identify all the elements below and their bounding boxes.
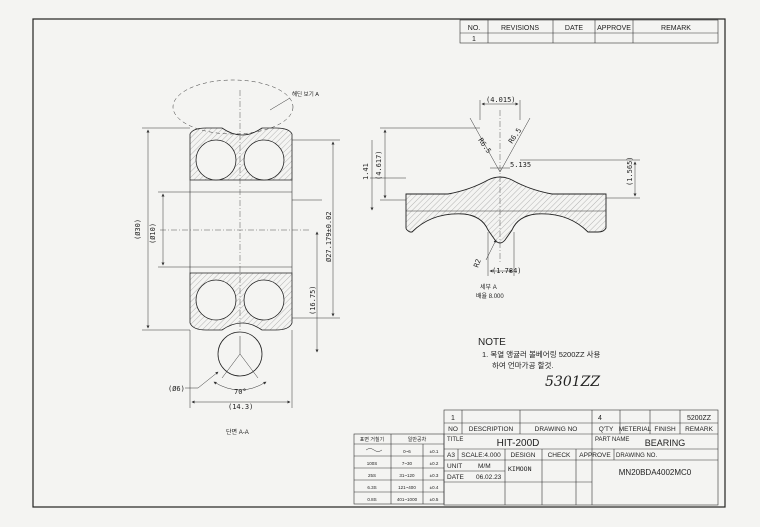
title-block: 1 4 5200ZZ NO DESCRIPTION DRAWING NO Q'T… [443,409,719,506]
note-line2: 하여 언마가공 할것. [492,360,553,370]
rev-header-approve: APPROVE [597,25,631,32]
title-label: TITLE [447,437,463,443]
detail-note: 해딘 보기 A [292,90,319,98]
tol-r0-tol: ±0.1 [430,449,439,454]
tol-r2-tol: ±0.3 [430,473,439,478]
drawing-border [32,18,726,508]
dim-top-width: (4.015) [486,96,516,104]
ball-bottom-right [243,279,285,321]
tol-r1-sym: 100S [367,461,378,466]
parts-row-no: 1 [451,415,455,422]
note-line1: 1. 복열 앵귤러 볼베어링 5200ZZ 사용 [482,349,601,359]
tol-r3-tol: ±0.4 [430,485,439,490]
dim-groove-dia: Ø27.179±0.02 [325,211,333,262]
dim-r-bottom: R2 [472,258,482,269]
tol-r1-range: 7~30 [402,461,413,466]
dim-left-height: (4.617) [375,150,383,180]
dim-left-total: 1.41 [362,163,370,180]
dim-ball-dia: (Ø6) [168,385,185,393]
ball-top-left [195,139,237,181]
tol-r4-range: 401~1000 [397,497,418,502]
tol-r4-tol: ±0.5 [430,497,439,502]
note-block: NOTE 1. 복열 앵귤러 볼베어링 5200ZZ 사용 하여 언마가공 할것… [478,337,601,390]
dim-r-right: R6.5 [507,127,523,145]
rev-row-no: 1 [472,36,476,43]
title-value: HIT-200D [497,438,540,449]
approve-label: APPROVE [579,452,611,459]
part-name-label: PART NAME [595,437,629,443]
rev-header-revisions: REVISIONS [501,25,539,32]
rev-header-date: DATE [565,25,583,32]
dim-width: (14.3) [228,403,253,411]
parts-header-finish: FINISH [654,426,676,433]
parts-header-no: NO [448,426,458,433]
tol-r0-range: 0~6 [403,449,411,454]
unit-value: M/M [478,463,491,470]
drawing-no-value: MN20BDA4002MC0 [619,468,692,477]
tol-header-roughness: 표면 거칠기 [360,436,384,443]
dim-inner-dia: (Ø10) [149,223,157,244]
parts-header-material: METERIAL [619,426,652,433]
tol-r3-range: 121~400 [398,485,416,490]
date-value: 06.02.23 [476,474,502,481]
parts-header-drawing-no: DRAWING NO [535,426,578,433]
ball-top-right [243,139,285,181]
scale-value: SCALE:4.000 [461,452,501,459]
section-view: 해딘 보기 A (Ø30) (Ø10) Ø27.179±0. [134,79,340,436]
dim-bottom-width: (1.784) [492,267,522,275]
unit-label: UNIT [447,463,462,470]
design-label: DESIGN [511,452,536,459]
tol-r4-sym: 0.8S [367,497,376,502]
dim-right-height: (1.565) [626,156,634,186]
parts-header-qty: Q'TY [599,426,614,433]
tol-r2-sym: 25S [368,473,376,478]
tol-r1-tol: ±0.2 [430,461,439,466]
detail-view: (4.015) R6.5 R6.5 5.135 (4.617) 1.41 (1.… [362,96,640,300]
check-label: CHECK [548,452,571,459]
parts-header-description: DESCRIPTION [469,426,514,433]
drawing-no-label: DRAWING NO. [616,453,657,459]
detail-leader [269,97,291,111]
dim-outer-dia: (Ø30) [134,219,142,240]
detail-label-line2: 배율 8.000 [476,292,504,300]
note-handwritten: 5301ZZ [545,374,600,390]
tol-r3-sym: 6.3S [367,485,376,490]
dim-angle: 70° [234,388,247,396]
ball-bottom-left [195,279,237,321]
date-label: DATE [447,474,465,481]
tol-r2-range: 31~120 [399,473,415,478]
dim-chord: 5.135 [510,161,531,169]
detail-label-line1: 세부 A [480,283,497,291]
rev-header-no: NO. [468,25,481,32]
designer-name: KIMOON [508,465,532,473]
dim-r-left: R6.5 [476,137,492,155]
tolerance-table: 표면 거칠기 일반공차 100S 25S 6.3S 0.8S 0~6 7~30 … [353,433,445,505]
section-label: 단면 A-A [226,428,249,436]
parts-row-qty: 4 [598,415,602,422]
tol-header-general: 일반공차 [408,436,427,443]
race-groove-profile [405,176,607,244]
note-title: NOTE [478,337,506,348]
revision-table: NO. REVISIONS DATE APPROVE REMARK 1 [459,19,719,44]
rev-header-remark: REMARK [661,25,691,32]
part-name-value: BEARING [645,438,686,448]
sheet-size: A3 [447,452,455,459]
parts-row-remark: 5200ZZ [687,415,712,422]
roughness-wave-icon [365,448,383,452]
dim-height: (16.75) [309,285,317,315]
parts-header-remark: REMARK [685,426,713,433]
